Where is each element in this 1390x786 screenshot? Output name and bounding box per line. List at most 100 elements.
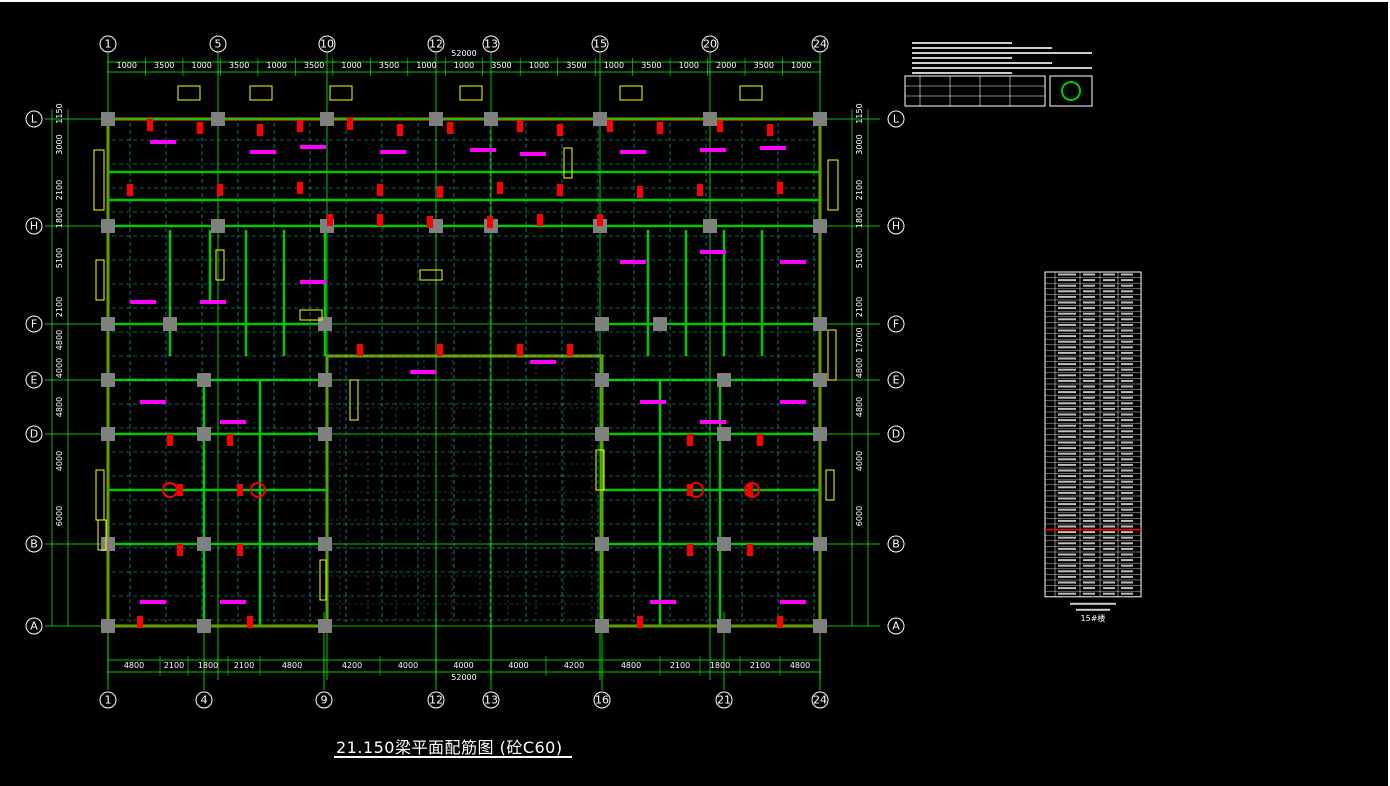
schedule-cell-text bbox=[1121, 335, 1133, 338]
beam-tag-mark bbox=[780, 400, 806, 404]
column bbox=[318, 427, 332, 441]
schedule-cell-text bbox=[1103, 357, 1115, 360]
schedule-cell-text bbox=[1083, 340, 1095, 343]
schedule-cell-text bbox=[1103, 301, 1115, 304]
bottom-axis-bubble: 9 bbox=[321, 694, 328, 707]
note-line bbox=[912, 42, 1012, 44]
reinforcement-mark bbox=[147, 119, 153, 131]
schedule-cell-text bbox=[1121, 284, 1133, 287]
column bbox=[429, 112, 443, 126]
schedule-cell-text bbox=[1103, 491, 1115, 494]
schedule-cell-text bbox=[1083, 407, 1095, 410]
reinforcement-mark bbox=[177, 484, 183, 496]
schedule-cell-text bbox=[1103, 514, 1115, 517]
schedule-cell-text bbox=[1103, 531, 1115, 534]
schedule-cell-text bbox=[1121, 491, 1133, 494]
schedule-cell-text bbox=[1058, 351, 1076, 354]
schedule-cell-text bbox=[1058, 396, 1076, 399]
schedule-cell-text bbox=[1103, 340, 1115, 343]
top-axis-bubble: 1 bbox=[105, 38, 112, 51]
left-dimension-label: 4800 bbox=[55, 330, 64, 350]
schedule-cell-text bbox=[1103, 424, 1115, 427]
right-axis-bubble-circle bbox=[887, 425, 905, 443]
annotation-block bbox=[93, 149, 105, 211]
right-dimension-label: 17000 bbox=[855, 327, 864, 352]
schedule-cell-text bbox=[1083, 312, 1095, 315]
schedule-cell-text bbox=[1121, 273, 1133, 276]
note-line bbox=[912, 72, 1012, 74]
schedule-cell-text bbox=[1121, 525, 1133, 528]
schedule-cell-text bbox=[1058, 363, 1076, 366]
schedule-cell-text bbox=[1083, 391, 1095, 394]
column bbox=[595, 373, 609, 387]
schedule-cell-text bbox=[1103, 575, 1115, 578]
schedule-cell-text bbox=[1103, 519, 1115, 522]
left-dimension-label: 1800 bbox=[55, 208, 64, 228]
schedule-cell-text bbox=[1058, 379, 1076, 382]
schedule-cell-text bbox=[1058, 413, 1076, 416]
building-outline bbox=[106, 117, 822, 628]
reinforcement-mark bbox=[237, 544, 243, 556]
schedule-cell-text bbox=[1103, 396, 1115, 399]
bottom-axis-bubble-circle bbox=[482, 691, 500, 709]
reinforcement-mark bbox=[567, 344, 573, 356]
section-detail-box bbox=[1049, 75, 1093, 107]
schedule-cell-text bbox=[1058, 536, 1076, 539]
schedule-cell-text bbox=[1121, 419, 1133, 422]
reinforcement-mark bbox=[777, 182, 783, 194]
schedule-cell-text bbox=[1121, 396, 1133, 399]
beam-tag-mark bbox=[520, 152, 546, 156]
right-dimension-label: 3000 bbox=[855, 134, 864, 154]
bottom-axis-bubble-circle bbox=[427, 691, 445, 709]
bottom-dimension-label: 4000 bbox=[508, 661, 528, 670]
top-dimension-label: 1000 bbox=[341, 61, 361, 70]
schedule-cell-text bbox=[1121, 407, 1133, 410]
schedule-cell-text bbox=[1083, 441, 1095, 444]
column bbox=[320, 112, 334, 126]
column bbox=[101, 537, 115, 551]
schedule-cell-text bbox=[1121, 547, 1133, 550]
left-axis-bubble-circle bbox=[25, 535, 43, 553]
top-axis-bubble-circle bbox=[99, 35, 117, 53]
reinforcement-mark bbox=[247, 616, 253, 628]
right-dimension-label: 1150 bbox=[855, 103, 864, 123]
annotation-block bbox=[299, 309, 323, 321]
schedule-cell-text bbox=[1083, 430, 1095, 433]
left-dimension-label: 2100 bbox=[55, 297, 64, 317]
schedule-cell-text bbox=[1121, 458, 1133, 461]
right-axis-bubble: A bbox=[892, 620, 900, 633]
schedule-cell-text bbox=[1083, 295, 1095, 298]
schedule-cell-text bbox=[1103, 279, 1115, 282]
schedule-cell-text bbox=[1121, 301, 1133, 304]
note-line bbox=[912, 62, 1052, 64]
schedule-cell-text bbox=[1103, 497, 1115, 500]
schedule-cell-text bbox=[1103, 273, 1115, 276]
beam-tag-mark bbox=[760, 146, 786, 150]
right-axis-bubble-circle bbox=[887, 110, 905, 128]
bottom-axis-bubble: 12 bbox=[429, 694, 443, 707]
schedule-cell-text bbox=[1103, 525, 1115, 528]
schedule-cell-text bbox=[1058, 519, 1076, 522]
bottom-dimension-label: 1800 bbox=[710, 661, 730, 670]
schedule-cell-text bbox=[1103, 379, 1115, 382]
schedule-cell-text bbox=[1083, 323, 1095, 326]
schedule-cell-text bbox=[1121, 402, 1133, 405]
schedule-cell-text bbox=[1121, 329, 1133, 332]
left-axis-bubble: D bbox=[30, 428, 38, 441]
column bbox=[101, 219, 115, 233]
right-axis-bubble-circle bbox=[887, 315, 905, 333]
schedule-cell-text bbox=[1121, 346, 1133, 349]
top-dimension-label: 3500 bbox=[379, 61, 399, 70]
schedule-cell-text bbox=[1103, 536, 1115, 539]
schedule-cell-text bbox=[1058, 463, 1076, 466]
annotation-block bbox=[349, 379, 359, 421]
column bbox=[717, 537, 731, 551]
schedule-cell-text bbox=[1121, 553, 1133, 556]
annotation-block bbox=[177, 85, 201, 101]
right-axis-bubble-circle bbox=[887, 535, 905, 553]
bottom-dimension-label: 4800 bbox=[790, 661, 810, 670]
schedule-cell-text bbox=[1103, 413, 1115, 416]
top-dimension-label: 3500 bbox=[566, 61, 586, 70]
schedule-cell-text bbox=[1121, 564, 1133, 567]
schedule-cell-text bbox=[1103, 592, 1115, 595]
